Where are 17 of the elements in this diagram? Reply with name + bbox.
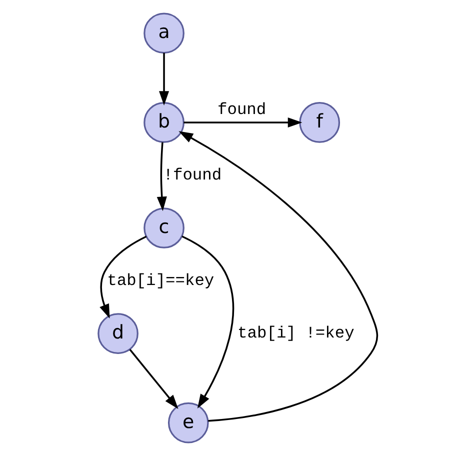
node-circle: d (98, 313, 138, 354)
node-circle: a (144, 12, 184, 54)
arrow (129, 349, 178, 410)
edge-label: !found (163, 165, 222, 184)
arrow (156, 142, 167, 212)
arrow (100, 236, 147, 319)
edge-label: found (217, 100, 266, 119)
arrow (184, 117, 302, 128)
edge-label: tab[i]==key (107, 270, 214, 290)
arrow (182, 236, 234, 408)
node-circle: b (144, 102, 184, 143)
edge-label: tab[i] !=key (238, 324, 354, 343)
arrow (159, 52, 170, 106)
arrow (178, 131, 378, 422)
node-circle: c (144, 208, 184, 248)
node-circle: e (168, 402, 209, 444)
node-circle: f (299, 102, 340, 143)
